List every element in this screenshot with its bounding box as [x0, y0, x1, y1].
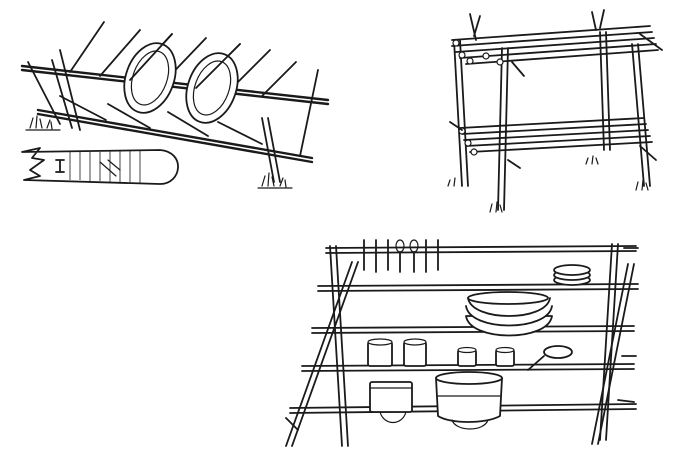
table-leg-front-right — [631, 43, 645, 187]
table-leg-front-left — [453, 39, 463, 187]
plate-drying-rack — [20, 21, 330, 189]
hanging-utensils — [363, 239, 439, 273]
grass-tuft-left — [25, 115, 61, 131]
rack-front-pole — [36, 108, 314, 160]
kitchen-shelf-rack — [285, 239, 639, 447]
carved-log — [21, 147, 179, 185]
shelf-upright-left-back — [329, 245, 343, 447]
large-bowl-stack — [465, 291, 553, 337]
shelf-diagonal-left — [285, 261, 353, 447]
forked-stake — [261, 117, 275, 183]
table-leg-front-middle — [497, 47, 503, 211]
tin-cans — [367, 338, 515, 367]
table-lower-tier — [449, 117, 657, 169]
grass-tuft-right — [257, 172, 293, 189]
shelf-upright-right-back — [599, 243, 613, 441]
rack-right-leg — [299, 69, 319, 157]
table-grass — [447, 155, 649, 213]
frying-pan — [527, 345, 573, 371]
rack-back-pole — [20, 64, 330, 102]
bottom-shelf-pots — [369, 371, 503, 430]
small-plate-stack — [553, 264, 591, 286]
shelf-diagonal-right — [591, 263, 629, 445]
rack-left-leg — [51, 59, 73, 129]
table-top-tier — [451, 9, 663, 77]
plate-1 — [123, 42, 177, 114]
plate-2 — [185, 52, 239, 124]
two-tier-camp-table — [447, 9, 663, 213]
table-leg-back-right — [599, 31, 605, 151]
